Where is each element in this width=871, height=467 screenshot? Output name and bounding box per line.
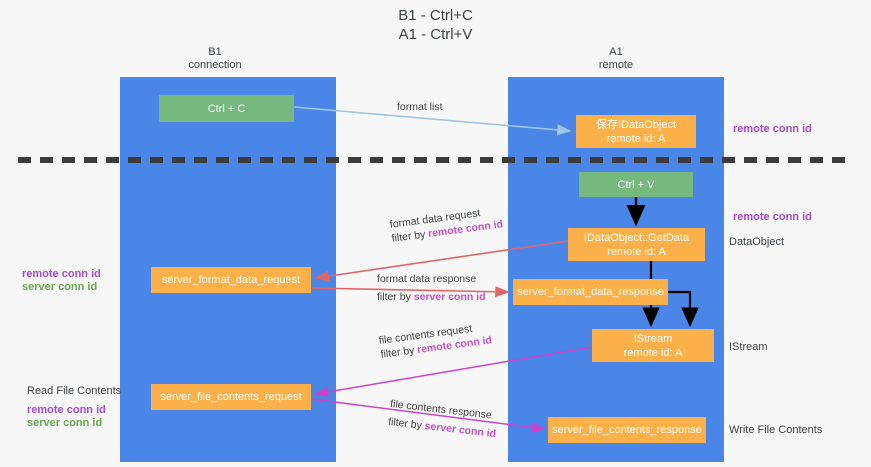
arrow-format-data-response (310, 286, 510, 298)
column-header-b1-role: connection (188, 59, 242, 71)
node-server-file-contents-response-label: server_file_contents_response (552, 424, 702, 436)
column-header-a1-name: A1 (609, 46, 623, 58)
node-idataobject-getdata-line2: remote id: A (607, 245, 666, 258)
node-ctrl-v-label: Ctrl + V (617, 178, 655, 191)
node-saved-idataobject-line1: 保存IDataObject (595, 118, 677, 131)
annotation-left-remote-conn-id-2: remote conn id (27, 404, 106, 416)
node-server-file-contents-request-label: server_file_contents_request (160, 391, 302, 403)
node-ctrl-v[interactable]: Ctrl + V (579, 172, 693, 197)
title-line-1: B1 - Ctrl+C (398, 7, 473, 24)
edge-label-format-data-response-line2: filter by server conn id (377, 290, 486, 304)
arrow-format-data-request (314, 240, 569, 282)
node-istream-line1: IStream (633, 332, 673, 345)
arrow-file-contents-request (314, 346, 593, 398)
node-server-file-contents-response[interactable]: server_file_contents_response (548, 417, 706, 443)
annotation-read-file-contents-group: Read File Contents remote conn id server… (27, 385, 121, 430)
annotation-remote-conn-id-mid: remote conn id (733, 211, 812, 223)
column-header-b1: B1 connection (155, 46, 275, 72)
annotation-write-file-contents: Write File Contents (729, 424, 823, 436)
annotation-left-remote-conn-id-1: remote conn id (22, 268, 101, 280)
edge-label-format-data-response-line1: format data response (377, 273, 477, 285)
annotation-remote-conn-id-top: remote conn id (733, 123, 812, 135)
node-server-format-data-response-label: server_format_data_response (517, 286, 664, 298)
node-server-format-data-request-label: server_format_data_request (161, 274, 301, 286)
phase-separator (18, 157, 853, 163)
node-istream-line2: remote id: A (623, 346, 683, 359)
edge-label-file-contents-response-prefix: filter by (387, 415, 426, 432)
page-title: B1 - Ctrl+C A1 - Ctrl+V (0, 6, 871, 44)
annotation-left-server-conn-id-1: server conn id (22, 281, 98, 293)
node-idataobject-getdata[interactable]: IDataObject::GetData remote id: A (568, 228, 705, 261)
edge-label-format-list-text: format list (397, 101, 443, 113)
annotation-left-conn-id-legend: remote conn id server conn id (22, 268, 101, 294)
arrow-file-contents-response (310, 398, 546, 433)
edge-label-format-list: format list (397, 100, 443, 114)
column-header-a1-role: remote (598, 59, 634, 71)
annotation-dataobject: DataObject (729, 236, 785, 248)
node-saved-idataobject[interactable]: 保存IDataObject remote id: A (576, 115, 696, 148)
node-server-format-data-request[interactable]: server_format_data_request (151, 267, 311, 293)
column-header-a1: A1 remote (556, 46, 676, 72)
node-istream[interactable]: IStream remote id: A (592, 329, 714, 362)
edge-label-format-data-response-prefix: filter by (377, 291, 414, 303)
annotation-istream: IStream (729, 341, 768, 353)
column-header-b1-name: B1 (208, 46, 222, 58)
node-ctrl-c[interactable]: Ctrl + C (159, 95, 294, 122)
title-line-2: A1 - Ctrl+V (398, 26, 473, 43)
arrow-response-to-istream (668, 290, 699, 328)
edge-label-format-data-response: format data response filter by server co… (377, 272, 486, 304)
node-idataobject-getdata-line1: IDataObject::GetData (583, 231, 690, 244)
annotation-left-server-conn-id-2: server conn id (27, 417, 103, 429)
node-saved-idataobject-line2: remote id: A (606, 132, 666, 145)
arrow-format-list (293, 106, 572, 136)
node-server-format-data-response[interactable]: server_format_data_response (513, 279, 668, 305)
edge-label-format-data-response-highlight: server conn id (413, 291, 486, 303)
node-ctrl-c-label: Ctrl + C (207, 102, 246, 115)
annotation-read-file-contents: Read File Contents (27, 385, 122, 397)
node-server-file-contents-request[interactable]: server_file_contents_request (151, 384, 311, 410)
